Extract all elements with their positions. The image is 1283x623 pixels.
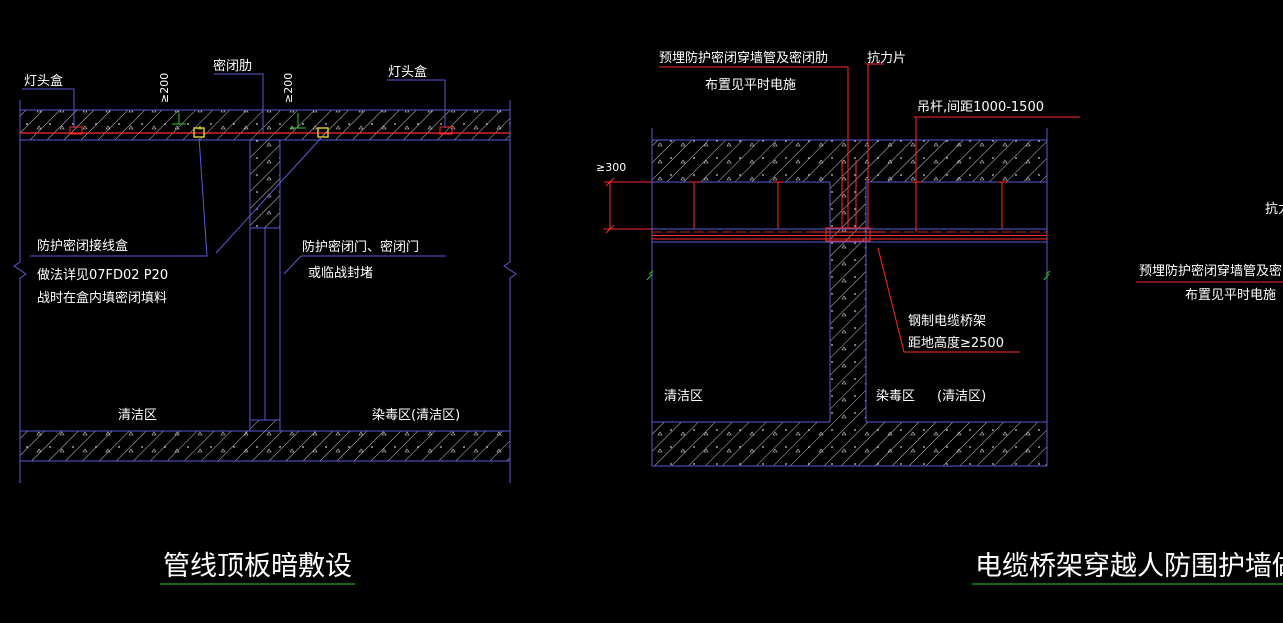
left-lamp-box-right-label: 灯头盒 [388, 64, 427, 80]
edge-anti-force-label: 抗力 [1265, 202, 1283, 217]
left-lamp-box-left-label: 灯头盒 [24, 73, 63, 89]
right-leader-lines [659, 63, 1080, 353]
right-break-marks [646, 270, 1051, 281]
left-door-label-2: 或临战封堵 [308, 266, 373, 281]
right-anti-force-label: 抗力片 [867, 51, 906, 66]
right-tray-label-2: 距地高度≥2500 [908, 335, 1004, 351]
left-reference-label: 做法详见07FD02 P20 [37, 268, 168, 283]
right-tray-label-1: 钢制电缆桥架 [908, 313, 986, 329]
edge-preembed-label-2: 布置见平时电施 [1185, 288, 1276, 303]
left-lamp-box-left [69, 126, 83, 135]
right-hangers [689, 181, 1007, 229]
left-protective-wall [249, 140, 281, 431]
right-clean-zone-label: 清洁区 [664, 389, 703, 404]
left-bottom-slab [19, 430, 511, 462]
right-contaminated-zone-label: 染毒区 [876, 389, 915, 404]
left-drawing: 灯头盒 ≥200 密闭肋 ≥200 灯头盒 防护密闭接线盒 做法详见07FD02… [13, 58, 517, 585]
left-clean-zone-label: 清洁区 [118, 408, 157, 423]
left-contaminated-zone-label: 染毒区(清洁区) [372, 408, 460, 423]
right-bottom-slab [652, 421, 1047, 467]
left-dim-right-label: ≥200 [282, 73, 295, 103]
right-contaminated-paren-label: (清洁区) [937, 389, 986, 404]
left-lamp-box-right [439, 126, 453, 135]
left-dim-left-label: ≥200 [158, 73, 171, 103]
right-hanger-label: 吊杆,间距1000-1500 [917, 100, 1044, 115]
left-wartime-fill-label: 战时在盒内填密闭填料 [37, 290, 167, 306]
right-drawing-title: 电缆桥架穿越人防围护墙做法 [975, 551, 1283, 582]
right-preembed-label-1: 预埋防护密闭穿墙管及密闭肋 [659, 50, 828, 66]
left-leader-lines [22, 73, 446, 275]
left-junction-box-b [317, 127, 329, 138]
left-rib-label: 密闭肋 [213, 58, 252, 74]
left-door-label-1: 防护密闭门、密闭门 [302, 239, 419, 255]
edge-preembed-label-1: 预埋防护密闭穿墙管及密闭肋 [1139, 263, 1283, 279]
left-junction-box-label: 防护密闭接线盒 [37, 238, 128, 254]
left-junction-box-a [193, 127, 205, 138]
right-dim-300-label: ≥300 [596, 161, 626, 174]
right-top-slab [652, 139, 1047, 183]
right-boundary-lines [651, 128, 1048, 466]
left-dimension-marks [172, 113, 306, 129]
left-boundary-lines [13, 100, 517, 483]
right-edge-partial-drawing: 抗力 预埋防护密闭穿墙管及密闭肋 布置见平时电施 [1136, 202, 1283, 303]
right-preembed-label-2: 布置见平时电施 [705, 78, 796, 93]
left-drawing-title: 管线顶板暗敷设 [163, 551, 352, 582]
left-top-slab [19, 109, 511, 141]
right-drawing: 预埋防护密闭穿墙管及密闭肋 布置见平时电施 抗力片 吊杆,间距1000-1500… [596, 50, 1283, 585]
right-dimension-300 [604, 177, 652, 234]
